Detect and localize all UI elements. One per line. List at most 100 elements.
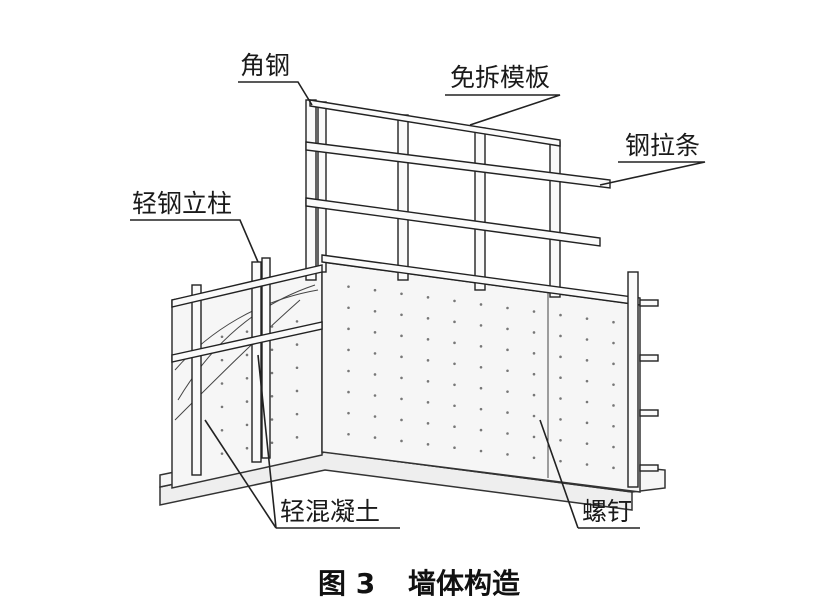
screw-dot xyxy=(479,449,483,453)
screw-dot xyxy=(400,376,403,380)
screw-dot xyxy=(426,380,430,383)
screw-dot xyxy=(220,358,224,362)
screw-dot xyxy=(585,379,589,383)
screw-dot xyxy=(532,456,536,460)
screw-dot xyxy=(453,404,456,408)
screw-dot xyxy=(559,418,562,421)
screw-dot xyxy=(585,400,589,404)
screw-dot xyxy=(245,376,249,380)
screw-dot xyxy=(585,359,589,362)
left-wall-studs xyxy=(171,257,323,476)
screw-dot xyxy=(532,372,536,376)
screw-dot xyxy=(506,453,509,456)
screw-dot xyxy=(506,411,509,414)
label-steel-tie-bar: 钢拉条 xyxy=(625,131,700,160)
screw-dot xyxy=(585,421,589,425)
screw-dot xyxy=(270,441,274,445)
screw-dot xyxy=(373,352,377,355)
screw-dot xyxy=(453,299,456,303)
screw-dot-pattern xyxy=(195,285,615,470)
screw-dot xyxy=(295,343,299,346)
screw-dot xyxy=(270,348,274,352)
figure-title: 墙体构造 xyxy=(408,567,520,600)
screw-dot xyxy=(453,383,456,387)
screw-dot xyxy=(612,424,615,428)
screw-dot xyxy=(373,309,377,313)
screw-dot xyxy=(612,404,615,407)
screw-dot xyxy=(220,452,224,455)
screw-dot xyxy=(506,327,509,331)
screw-dot xyxy=(506,369,509,373)
screw-dot xyxy=(220,428,224,432)
screw-dot xyxy=(373,415,377,418)
label-lightweight-concrete: 轻混凝土 xyxy=(280,497,380,526)
screw-dot xyxy=(612,466,615,470)
screw-dot xyxy=(426,401,430,404)
screw-dot xyxy=(373,288,377,292)
screw-dot xyxy=(270,371,274,375)
screw-dot xyxy=(220,382,224,385)
screw-dot xyxy=(559,334,562,338)
screw-dot xyxy=(612,445,615,449)
screw-dot xyxy=(245,400,249,403)
screw-dot xyxy=(453,362,456,366)
screw-dot xyxy=(453,446,456,449)
screw-dot xyxy=(347,390,350,394)
screw-dot xyxy=(426,443,430,446)
screw-dot xyxy=(347,285,350,288)
screw-dot xyxy=(295,436,299,439)
screw-dot xyxy=(506,390,509,393)
screw-dot xyxy=(453,320,456,324)
screw-dot xyxy=(426,422,430,425)
screw-dot xyxy=(347,348,350,352)
screw-dot xyxy=(479,386,483,390)
screw-dot xyxy=(220,335,224,339)
screw-dot xyxy=(612,383,615,386)
screw-dot xyxy=(585,463,589,466)
screw-dot xyxy=(347,369,350,373)
screw-dot xyxy=(295,412,299,416)
screw-dot xyxy=(400,397,403,401)
screw-dot xyxy=(479,324,483,327)
screw-dot xyxy=(532,393,536,397)
screw-dot xyxy=(479,345,483,348)
screw-dot xyxy=(426,359,430,362)
screw-dot xyxy=(373,394,377,397)
screw-dot xyxy=(479,407,483,411)
screw-dot xyxy=(245,330,249,333)
screw-dot xyxy=(612,320,615,324)
screw-dot xyxy=(532,435,536,439)
screw-dot xyxy=(400,439,403,443)
screw-dot xyxy=(245,423,249,427)
screw-dot xyxy=(400,292,403,296)
screw-dot xyxy=(506,306,509,310)
screw-dot xyxy=(453,341,456,345)
screw-dot xyxy=(270,394,274,398)
screw-dot xyxy=(400,355,403,359)
screw-dot xyxy=(585,338,589,341)
right-edge-studs xyxy=(627,271,659,488)
screw-dot xyxy=(347,306,350,310)
screw-dot xyxy=(612,362,615,366)
screw-dot xyxy=(506,432,509,435)
screw-dot xyxy=(295,320,299,323)
screw-dot xyxy=(453,425,456,429)
screw-dot xyxy=(559,355,562,359)
screw-dot xyxy=(532,352,536,355)
screw-dot xyxy=(220,405,224,409)
screw-dot xyxy=(559,459,562,463)
screw-dot xyxy=(347,411,350,415)
screw-dot xyxy=(400,313,403,317)
screw-dot xyxy=(426,317,430,320)
screw-dot xyxy=(532,414,536,418)
screw-dot xyxy=(559,313,562,317)
screw-dot xyxy=(585,317,589,320)
screw-dot xyxy=(245,353,249,357)
screw-dot xyxy=(532,310,536,313)
screw-dot xyxy=(479,365,483,369)
leader-lines xyxy=(130,81,706,529)
screw-dot xyxy=(612,341,615,345)
screw-dot xyxy=(347,327,350,331)
screw-dot xyxy=(295,366,299,370)
